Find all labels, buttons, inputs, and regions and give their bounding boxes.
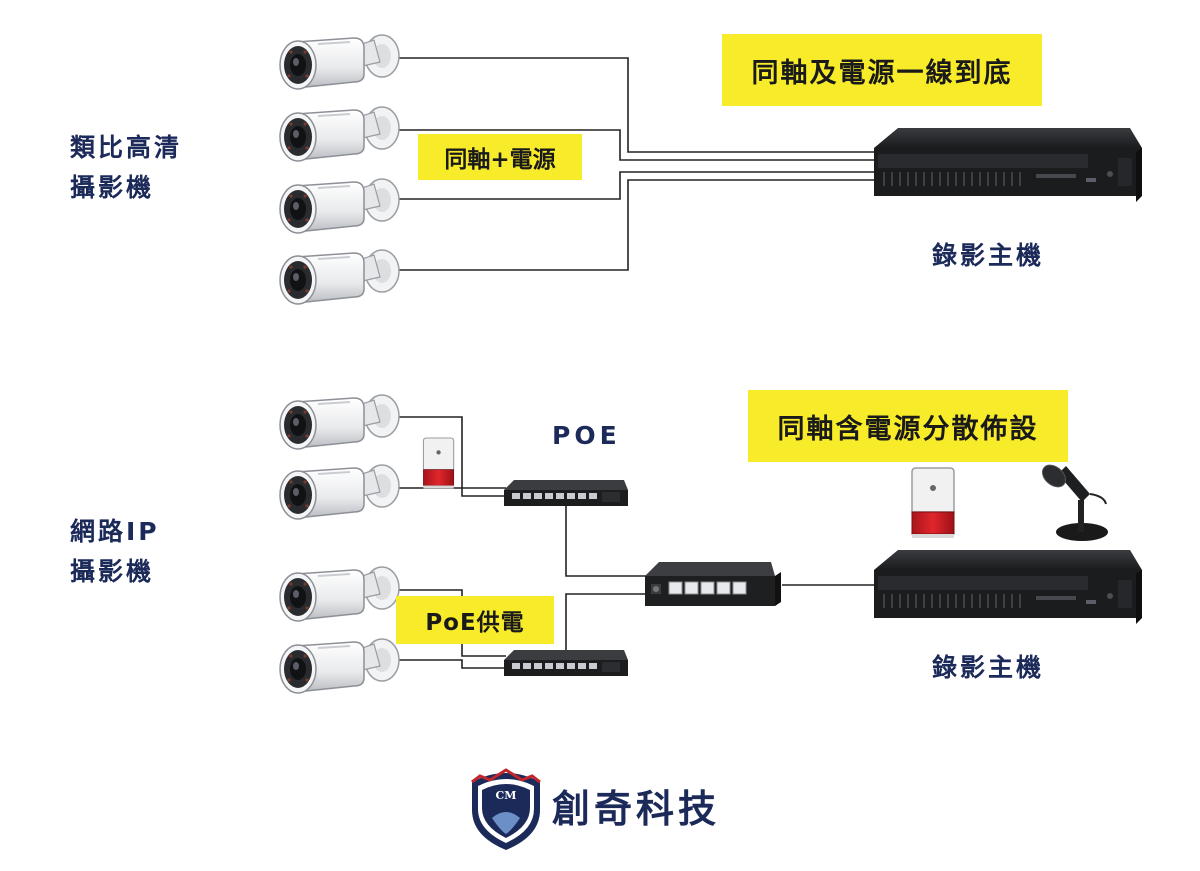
ip-camera-1 [279, 394, 400, 450]
cable-tag: 同軸+電源 [418, 134, 582, 180]
company-emblem: CM [471, 768, 541, 850]
analog-camera-label-line1: 類比高清 [70, 133, 183, 162]
small-alarm-icon [422, 437, 455, 489]
microphone-icon [1041, 464, 1108, 541]
dvr-recorder-top [873, 127, 1143, 203]
analog-camera-3 [279, 178, 400, 234]
ip-camera-label-line2: 攝影機 [70, 557, 155, 586]
top-recorder-label: 錄影主機 [932, 241, 1045, 270]
analog-camera-2 [279, 106, 400, 162]
company-name: 創奇科技 [552, 786, 721, 831]
bottom-banner: 同軸含電源分散佈設 [748, 390, 1068, 462]
analog-camera-label-line2: 攝影機 [70, 173, 155, 202]
network-switch [644, 561, 782, 607]
ip-camera-2 [279, 464, 400, 520]
alarm-strobe-icon [911, 467, 955, 539]
bottom-recorder-label: 錄影主機 [932, 653, 1045, 682]
ip-camera-3 [279, 566, 400, 622]
analog-camera-1 [279, 34, 400, 90]
poe-switch-bottom [504, 650, 628, 676]
nvr-recorder-bottom [873, 549, 1143, 625]
ip-camera-label-line1: 網路IP [70, 517, 160, 546]
poe-switch-top [504, 480, 628, 506]
top-banner: 同軸及電源一線到底 [722, 34, 1042, 106]
analog-camera-4 [279, 249, 400, 305]
poe-label: POE [552, 421, 621, 450]
ip-camera-4 [279, 638, 400, 694]
poe-tag: PoE供電 [396, 596, 554, 644]
analog-cables [384, 57, 878, 271]
svg-text:CM: CM [496, 789, 517, 802]
